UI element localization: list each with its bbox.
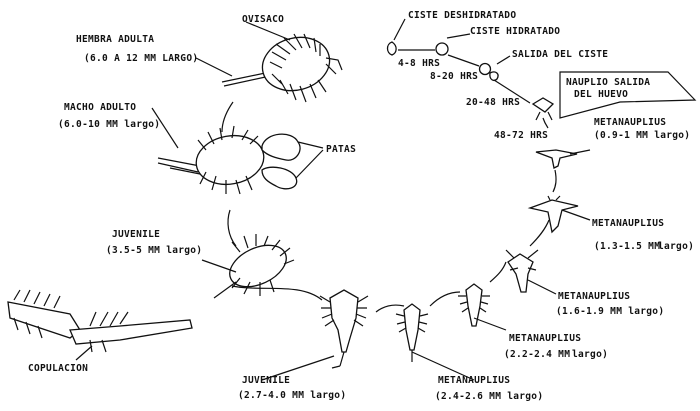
- metanauplius-3-size: (1.6-1.9 MM largo): [556, 306, 664, 317]
- cyst-dehydrated-icon: [386, 41, 397, 56]
- cyst-hydrated-label: CISTE HIDRATADO: [470, 26, 560, 37]
- time-20-48-hrs: 20-48 HRS: [466, 97, 520, 108]
- nauplius-label-box: [559, 71, 697, 119]
- cycle-arcs: [221, 101, 557, 313]
- metanauplius-5-size: (0.9-1 MM largo): [594, 130, 690, 141]
- cyst-dehydrated-label: CISTE DESHIDRATADO: [408, 10, 516, 21]
- male-adult-title: MACHO ADULTO: [64, 102, 136, 113]
- cyst-hydrated-icon: [435, 42, 449, 56]
- female-adult-icon: [221, 33, 343, 103]
- copulation-label: COPULACION: [28, 363, 88, 374]
- metanauplius-1-icon: [395, 303, 429, 362]
- time-8-20-hrs: 8-20 HRS: [430, 71, 478, 82]
- metanauplius-5-title: METANAUPLIUS: [594, 117, 666, 128]
- metanauplius-1-title: METANAUPLIUS: [438, 375, 510, 386]
- copulation-icon: [7, 289, 193, 353]
- nauplius-label-line1: NAUPLIO SALIDA: [566, 77, 650, 88]
- nauplius-icon: [531, 97, 555, 121]
- labels: OVISACO HEMBRA ADULTA (6.0 A 12 MM LARGO…: [28, 10, 694, 402]
- nauplius-label-line2: DEL HUEVO: [574, 89, 628, 100]
- metanauplius-1-size: (2.4-2.6 MM largo): [435, 391, 543, 402]
- female-adult-title: HEMBRA ADULTA: [76, 34, 154, 45]
- metanauplius-3-title: METANAUPLIUS: [558, 291, 630, 302]
- time-48-72-hrs: 48-72 HRS: [494, 130, 548, 141]
- juvenile-2-icon: [319, 289, 369, 369]
- metanauplius-4-size: (1.3-1.5 MM: [594, 241, 660, 252]
- cyst-exit-label: SALIDA DEL CISTE: [512, 49, 608, 60]
- ovisac-label: OVISACO: [242, 14, 284, 25]
- metanauplius-2-icon: [458, 283, 490, 327]
- pointer-lines: [75, 21, 591, 381]
- male-adult-icon: [157, 125, 301, 195]
- metanauplius-2-title: METANAUPLIUS: [509, 333, 581, 344]
- metanauplius-3-icon: [505, 249, 539, 293]
- cyst-exit-icon: [478, 62, 499, 81]
- metanauplius-2-size-line2: largo): [572, 349, 608, 360]
- cyst-arrows: [393, 18, 531, 104]
- time-4-8-hrs: 4-8 HRS: [398, 58, 440, 69]
- juvenile-2-title: JUVENILE: [242, 375, 290, 386]
- metanauplius-2-size: (2.2-2.4 MM: [504, 349, 570, 360]
- juvenile-1-icon: [213, 234, 295, 299]
- metanauplius-5-icon: [535, 149, 578, 169]
- juvenile-1-size: (3.5-5 MM largo): [106, 245, 202, 256]
- metanauplius-4-size-line2: largo): [658, 241, 694, 252]
- metanauplius-4-title: METANAUPLIUS: [592, 218, 664, 229]
- juvenile-1-title: JUVENILE: [112, 229, 160, 240]
- juvenile-2-size: (2.7-4.0 MM largo): [238, 390, 346, 401]
- female-adult-size: (6.0 A 12 MM LARGO): [84, 53, 198, 64]
- legs-label: PATAS: [326, 144, 356, 155]
- metanauplius-4-icon: [527, 195, 579, 234]
- male-adult-size: (6.0-10 MM largo): [58, 119, 160, 130]
